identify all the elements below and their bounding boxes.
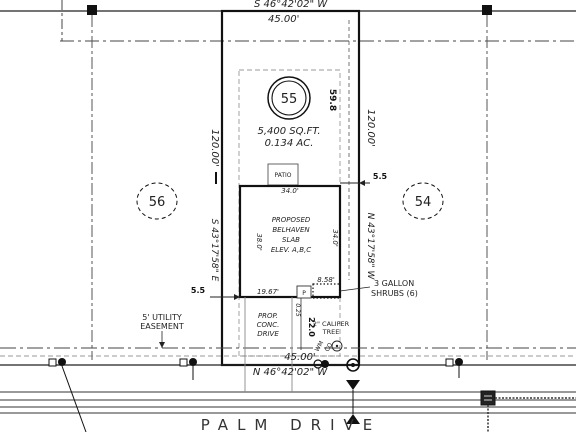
porch (296, 285, 312, 299)
lot-number: 55 (281, 92, 298, 107)
tree-label-line2: TREE (322, 328, 340, 336)
lot-number-outer-circle (267, 76, 311, 120)
utility-box-3 (445, 358, 454, 367)
house-setback-left: 19.67' (257, 288, 279, 296)
drive-label-line1: PROP. (258, 312, 278, 320)
cleanout-symbol-b (321, 360, 329, 368)
house-setback-right: 8.58' (317, 276, 335, 284)
utility-pole-3 (455, 358, 463, 366)
depth-left: 120.00' (209, 129, 220, 167)
side-dim-right-arrow (359, 180, 365, 186)
drive-label-line2: CONC. (257, 321, 280, 329)
valve-symbol (346, 380, 360, 390)
house-width-right: 34.0' (331, 229, 339, 247)
house-width-left: 38.0' (255, 233, 263, 251)
guy-wire-1 (61, 365, 87, 432)
valve-symbol-2 (346, 414, 360, 424)
utility-box-2 (179, 358, 188, 367)
bearing-right: N 43°17'58" W (365, 213, 375, 281)
shrubs-label-line2: SHRUBS (6) (371, 289, 418, 298)
shrub-bed (312, 283, 341, 299)
utility-pole-1 (58, 358, 66, 366)
walk-dim: 0.25 (294, 303, 301, 317)
bearing-top: S 46°42'02" W (254, 0, 328, 10)
neighbor-lot-right-circle (402, 182, 444, 220)
frontage-bottom: 45.00' (284, 352, 315, 363)
lot-area-sqft: 5,400 SQ.FT. (257, 126, 320, 137)
easement-label-line1: 5' UTILITY (142, 313, 182, 322)
water-meter-symbol (346, 358, 360, 372)
patio-label: PATIO (274, 172, 291, 179)
depth-right: 120.00' (365, 109, 376, 147)
house-label-line2: BELHAVEN (272, 226, 310, 234)
frontage-top: 45.00' (268, 14, 299, 25)
tree-label-line1: 2" CALIPER (313, 320, 350, 328)
side-dim-left: 5.5 (191, 286, 206, 295)
utility-tag-co: CO (324, 342, 335, 353)
neighbor-lot-left: 56 (149, 195, 166, 210)
street-name: PALM DRIVE (201, 416, 382, 432)
house-label-line1: PROPOSED (272, 216, 311, 224)
bearing-left: S 43°17'58" E (209, 219, 219, 282)
shrubs-label-line1: 3 GALLON (374, 279, 414, 288)
lot-number-inner-circle (271, 80, 307, 116)
water-meter-dot (351, 363, 355, 367)
easement-label-line2: EASEMENT (140, 322, 184, 331)
bearing-bottom: N 46°42'02" W (253, 367, 328, 378)
proposed-house-footprint (238, 184, 342, 299)
shrubs-leader (339, 286, 371, 292)
lot-depth-dim: 59.8 (327, 89, 337, 111)
top-left-corner-marker (87, 5, 97, 15)
house-width-top: 34.0' (281, 187, 299, 195)
side-dim-right: 5.5 (373, 172, 388, 181)
storm-inlet (480, 390, 496, 406)
front-setback-dim: 22.0 (307, 317, 316, 337)
tree-center (335, 344, 339, 348)
porch-label: P (302, 290, 306, 297)
house-label-line4: ELEV. A,B,C (271, 246, 311, 254)
utility-box-1 (48, 358, 57, 367)
drive-label-line3: DRIVE (257, 330, 279, 338)
utility-pole-2 (189, 358, 197, 366)
top-right-corner-marker (482, 5, 492, 15)
side-dim-left-arrow (234, 294, 240, 300)
tree-symbol (331, 340, 343, 352)
neighbor-lot-right: 54 (415, 195, 432, 210)
neighbor-lot-left-circle (136, 182, 178, 220)
easement-leader-arrow (159, 342, 165, 348)
utility-tag-wm: WM (314, 340, 326, 353)
house-label-line3: SLAB (282, 236, 300, 244)
lot-area-ac: 0.134 AC. (265, 138, 314, 149)
